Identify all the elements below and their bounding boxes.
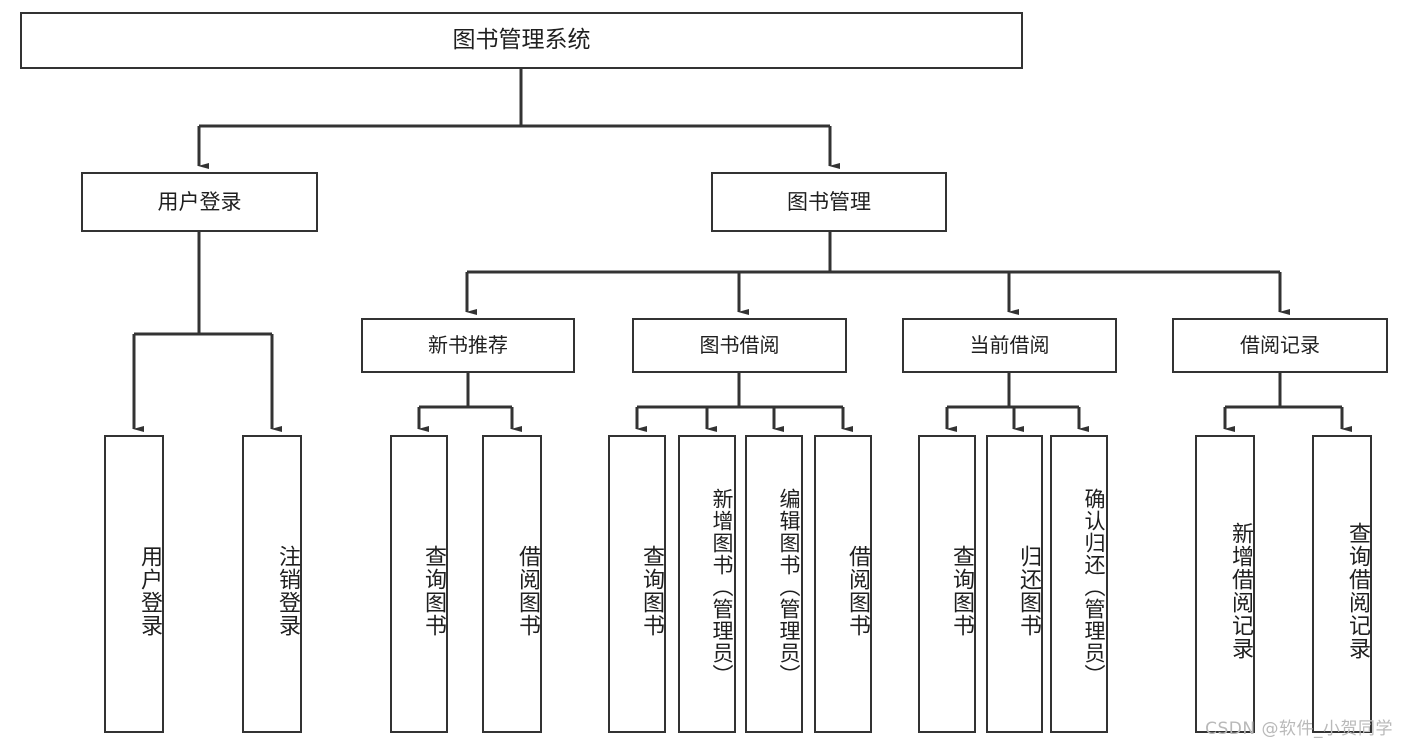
node-leaf-add-book[interactable]: 新增图书（管理员） bbox=[678, 435, 736, 733]
node-leaf-confirm-return[interactable]: 确认归还（管理员） bbox=[1050, 435, 1108, 733]
node-borrow-record[interactable]: 借阅记录 bbox=[1172, 318, 1388, 373]
node-root-system[interactable]: 图书管理系统 bbox=[20, 12, 1023, 69]
node-user-login[interactable]: 用户登录 bbox=[81, 172, 318, 232]
node-leaf-borrow-book-recommend[interactable]: 借阅图书 bbox=[482, 435, 542, 733]
node-leaf-query-book-borrow[interactable]: 查询图书 bbox=[608, 435, 666, 733]
node-current-borrow[interactable]: 当前借阅 bbox=[902, 318, 1117, 373]
node-book-borrow[interactable]: 图书借阅 bbox=[632, 318, 847, 373]
node-leaf-borrow-book[interactable]: 借阅图书 bbox=[814, 435, 872, 733]
node-leaf-return-book[interactable]: 归还图书 bbox=[986, 435, 1043, 733]
node-book-manage[interactable]: 图书管理 bbox=[711, 172, 947, 232]
node-leaf-query-book-recommend[interactable]: 查询图书 bbox=[390, 435, 448, 733]
node-leaf-logout[interactable]: 注销登录 bbox=[242, 435, 302, 733]
node-leaf-edit-book[interactable]: 编辑图书（管理员） bbox=[745, 435, 803, 733]
node-leaf-add-borrow-record[interactable]: 新增借阅记录 bbox=[1195, 435, 1255, 733]
csdn-watermark: CSDN @软件_小贺同学 bbox=[1205, 719, 1393, 739]
node-new-book-recommend[interactable]: 新书推荐 bbox=[361, 318, 575, 373]
node-leaf-user-login[interactable]: 用户登录 bbox=[104, 435, 164, 733]
node-leaf-query-book-current[interactable]: 查询图书 bbox=[918, 435, 976, 733]
node-leaf-query-borrow-record[interactable]: 查询借阅记录 bbox=[1312, 435, 1372, 733]
